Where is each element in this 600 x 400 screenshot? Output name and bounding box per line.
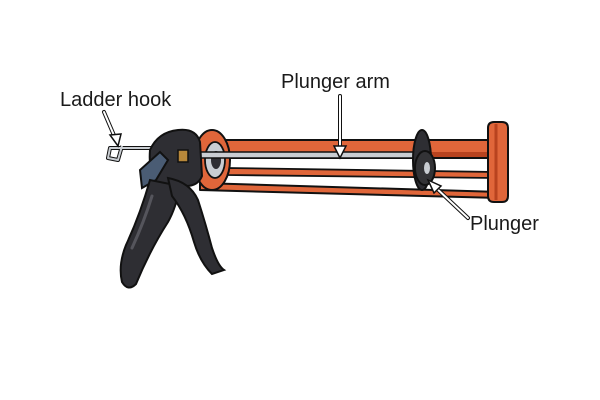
- plunger-arm-pointer: [332, 94, 348, 160]
- handle-highlight: [130, 194, 154, 250]
- brass-bushing: [177, 149, 189, 163]
- handle-grip: [119, 178, 182, 289]
- trigger: [166, 176, 227, 276]
- lower-frame-rail: [199, 182, 501, 199]
- plunger-pointer: [426, 178, 470, 220]
- ladder-hook-pointer: [102, 110, 122, 148]
- ladder-hook-label: Ladder hook: [60, 89, 172, 111]
- plunger-disc-center: [424, 162, 430, 174]
- ladder-hook-highlight: [107, 145, 168, 161]
- middle-frame-rail: [227, 167, 496, 179]
- end-cap: [487, 121, 509, 203]
- plunger-arm-label: Plunger arm: [281, 71, 390, 93]
- plunger-label: Plunger: [470, 213, 539, 235]
